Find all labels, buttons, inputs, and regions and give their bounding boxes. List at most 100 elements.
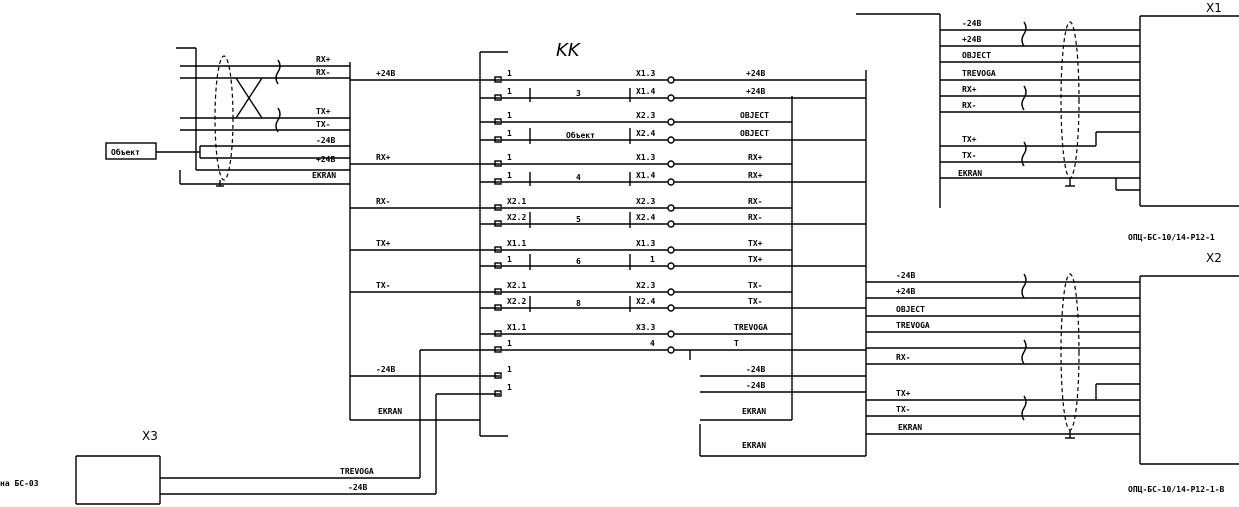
kk-lpin: 1 xyxy=(507,111,512,120)
x1-lbl: RX- xyxy=(962,101,976,110)
kk-lpin: X2.1 xyxy=(507,197,526,206)
x1-lbl: OBJECT xyxy=(962,51,991,60)
x1-title: X1 xyxy=(1206,1,1222,15)
kk-lpin: 1 xyxy=(507,69,512,78)
x2-labels: -24В +24В OBJECT TREVOGA RX- TX+ TX- EKR… xyxy=(896,271,930,432)
kk-r-lbl: RX+ xyxy=(748,171,763,180)
left-cable-bundle xyxy=(156,47,350,187)
kk-left-pin-labels: 1 1 1 1 1 1 X2.1 X2.2 X1.1 1 X2.1 X2.2 X… xyxy=(507,69,526,392)
kk-rpin: 4 xyxy=(650,339,655,348)
kk-left-tx-plus: TX+ xyxy=(376,239,391,248)
x2-title: X2 xyxy=(1206,251,1222,265)
kk-lpin: 1 xyxy=(507,365,512,374)
kk-r-lbl: RX- xyxy=(748,213,762,222)
kk-left-bus xyxy=(349,51,508,437)
kk-lpin: 1 xyxy=(507,383,512,392)
kk-mid-4: 4 xyxy=(576,173,581,182)
kk-lpin: 1 xyxy=(507,153,512,162)
bottom-minus24-a: -24В xyxy=(746,365,765,374)
kk-right-pin-labels: X1.3 X1.4 X2.3 X2.4 X1.3 X1.4 X2.3 X2.4 … xyxy=(636,69,655,348)
left-box-label: Объект xyxy=(111,147,140,157)
kk-left-wires xyxy=(350,79,480,421)
left-label-ekran: EKRAN xyxy=(312,171,336,180)
x2-wires xyxy=(866,273,1239,465)
kk-rpin: X1.4 xyxy=(636,171,655,180)
kk-r-lbl: TX- xyxy=(748,297,762,306)
bottom-ekran-a: EKRAN xyxy=(742,407,766,416)
kk-rpin: X2.3 xyxy=(636,197,655,206)
kk-right-labels: +24В +24В OBJECT OBJECT RX+ RX+ RX- RX- … xyxy=(734,69,769,348)
x1-lbl: RX+ xyxy=(962,85,977,94)
kk-lpin: 1 xyxy=(507,87,512,96)
kk-r-lbl: RX+ xyxy=(748,153,763,162)
kk-lpin: X1.1 xyxy=(507,239,526,248)
kk-r-lbl: OBJECT xyxy=(740,111,769,120)
kk-left-tx-minus: TX- xyxy=(376,281,390,290)
left-label-rx-plus: RX+ xyxy=(316,55,331,64)
x1-caption: ОПЦ-БС-10/14-Р12-1 xyxy=(1128,233,1215,242)
kk-left-rx-plus: RX+ xyxy=(376,153,391,162)
kk-r-lbl: TX+ xyxy=(748,255,763,264)
x2-lbl: +24В xyxy=(896,287,915,296)
kk-rpin: 1 xyxy=(650,255,655,264)
kk-r-lbl: RX- xyxy=(748,197,762,206)
left-label-tx-plus: TX+ xyxy=(316,107,331,116)
kk-rpin: X3.3 xyxy=(636,323,655,332)
kk-r-lbl: +24В xyxy=(746,69,765,78)
x3-trevoga: TREVOGA xyxy=(340,467,374,476)
x2-lbl: TX- xyxy=(896,405,910,414)
kk-left-rx-minus: RX- xyxy=(376,197,390,206)
x1-lbl: +24В xyxy=(962,35,981,44)
kk-mid-object: Объект xyxy=(566,130,595,140)
kk-left-minus24: -24В xyxy=(376,365,395,374)
x3-minus24: -24В xyxy=(348,483,367,492)
x2-lbl: OBJECT xyxy=(896,305,925,314)
x1-lbl: -24В xyxy=(962,19,981,28)
kk-r-lbl: T xyxy=(734,339,739,348)
kk-lpin: X2.1 xyxy=(507,281,526,290)
x1-wires xyxy=(856,13,1239,208)
x1-lbl: TREVOGA xyxy=(962,69,996,78)
kk-rpin: X1.3 xyxy=(636,69,655,78)
kk-title: KK xyxy=(556,40,581,61)
kk-lpin: 1 xyxy=(507,129,512,138)
x3-wires xyxy=(75,349,480,505)
x1-lbl: TX+ xyxy=(962,135,977,144)
kk-lpin: X2.2 xyxy=(507,297,526,306)
kk-rpin: X2.3 xyxy=(636,281,655,290)
bottom-ekran-b: EKRAN xyxy=(742,441,766,450)
x3-caption: на БС-03 xyxy=(0,479,39,488)
x2-lbl: TX+ xyxy=(896,389,911,398)
kk-lpin: X2.2 xyxy=(507,213,526,222)
kk-rpin: X1.4 xyxy=(636,87,655,96)
kk-r-lbl: OBJECT xyxy=(740,129,769,138)
kk-r-lbl: TX+ xyxy=(748,239,763,248)
left-label-tx-minus: TX- xyxy=(316,120,330,129)
x3-title: X3 xyxy=(142,429,158,443)
kk-left-ekran: EKRAN xyxy=(378,407,402,416)
x2-lbl: EKRAN xyxy=(898,423,922,432)
left-label-plus24: +24В xyxy=(316,155,335,164)
kk-mid-5: 5 xyxy=(576,215,581,224)
kk-right-pin-stubs xyxy=(667,76,675,354)
kk-rpin: X2.4 xyxy=(636,213,655,222)
left-label-rx-minus: RX- xyxy=(316,68,330,77)
left-label-minus24: -24В xyxy=(316,136,335,145)
kk-rpin: X1.3 xyxy=(636,239,655,248)
x2-lbl: -24В xyxy=(896,271,915,280)
kk-left-plus24: +24В xyxy=(376,69,395,78)
kk-internal xyxy=(501,79,668,351)
kk-left-pin-stubs xyxy=(480,76,502,397)
kk-lpin: 1 xyxy=(507,255,512,264)
kk-rpin: X1.3 xyxy=(636,153,655,162)
x2-caption: ОПЦ-БС-10/14-Р12-1-В xyxy=(1128,485,1225,494)
kk-r-lbl: +24В xyxy=(746,87,765,96)
kk-mid-6: 6 xyxy=(576,257,581,266)
x2-lbl: RX- xyxy=(896,353,910,362)
kk-lpin: 1 xyxy=(507,171,512,180)
kk-rpin: X2.4 xyxy=(636,129,655,138)
kk-r-lbl: TREVOGA xyxy=(734,323,768,332)
x2-lbl: TREVOGA xyxy=(896,321,930,330)
kk-rpin: X2.4 xyxy=(636,297,655,306)
